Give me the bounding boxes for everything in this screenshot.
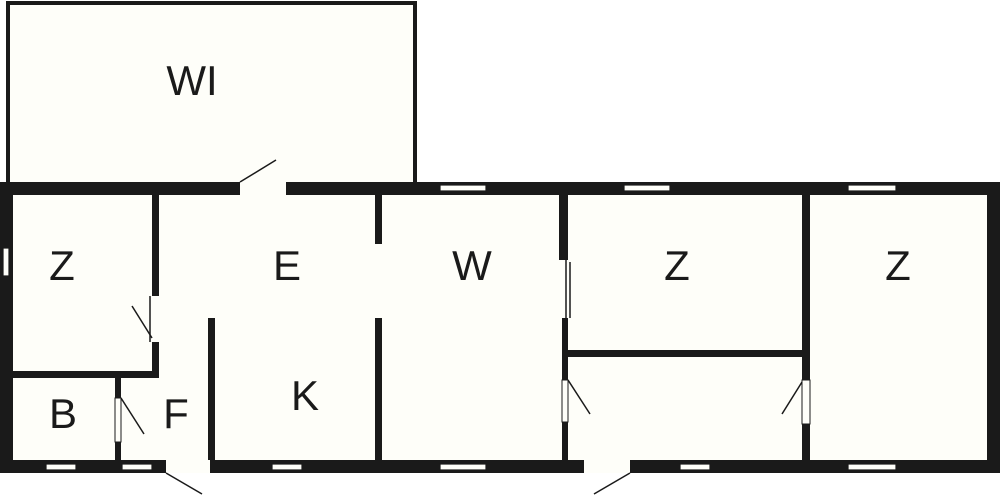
window-bottom-1 [45,463,77,471]
room-labels: WI Z E W Z Z B F K [49,57,911,437]
room-label-b: B [49,390,77,437]
room-label-z1: Z [49,242,75,289]
door-leaf-wi-e [239,159,277,183]
window-top-3 [847,184,897,192]
exterior-wall-left [0,182,13,473]
window-bottom-2 [121,463,153,471]
door-gap-bottom-corridor [584,460,630,473]
door-leaf-corridor-right [781,381,803,415]
window-bottom-4 [439,463,487,471]
wi-wall-left [6,1,10,186]
door-leaf-bottom-corridor [593,472,631,495]
e-w-divider-upper [375,194,382,244]
windows [2,184,897,471]
b-f-divider-lower [115,442,121,462]
room-label-wi: WI [166,57,217,104]
window-top-2 [623,184,671,192]
door-jamb-corridor-left [561,379,569,423]
z1-bottom-wall [12,371,159,378]
main-floor [12,194,990,462]
z2-bottom-wall [562,350,810,357]
door-leaf-bottom-f [165,472,203,495]
doors [114,159,811,495]
wi-wall-right [413,1,417,186]
z1-right-wall-upper [152,194,159,296]
exterior-walls [0,182,1000,473]
window-bottom-5 [679,463,711,471]
door-leaf-corridor-left [567,379,591,415]
window-bottom-3 [271,463,303,471]
window-top-1 [439,184,487,192]
room-label-k: K [291,372,319,419]
room-label-z2: Z [664,242,690,289]
door-gap-wi-e [240,182,286,195]
door-leaf-b-f [120,397,145,435]
b-f-divider-upper [115,378,121,398]
floor-areas [8,4,990,462]
k-w-divider [375,318,382,462]
exterior-wall-bottom [0,460,1000,473]
w-z2-divider-upper [559,194,568,260]
wi-wall-top [6,1,417,5]
wi-floor [8,4,415,184]
room-label-z3: Z [885,242,911,289]
door-jamb-corridor-right [801,379,811,425]
room-label-f: F [163,390,189,437]
door-leaf-z1 [131,305,153,339]
interior-walls [12,194,810,462]
w-z2-divider-lower [562,422,568,462]
z1-right-wall-lower [152,342,159,378]
z2-z3-divider-lower [802,424,810,462]
door-jamb-b-f [114,397,122,443]
exterior-wall-right [987,182,1000,473]
w-z2-divider-middle [562,318,568,380]
room-label-w: W [452,242,492,289]
window-bottom-6 [847,463,897,471]
z2-z3-divider-upper [802,194,810,380]
window-left [2,247,10,277]
room-label-e: E [273,242,301,289]
door-gap-bottom-f [166,460,210,473]
f-k-divider [208,318,215,462]
wi-walls [6,1,417,186]
